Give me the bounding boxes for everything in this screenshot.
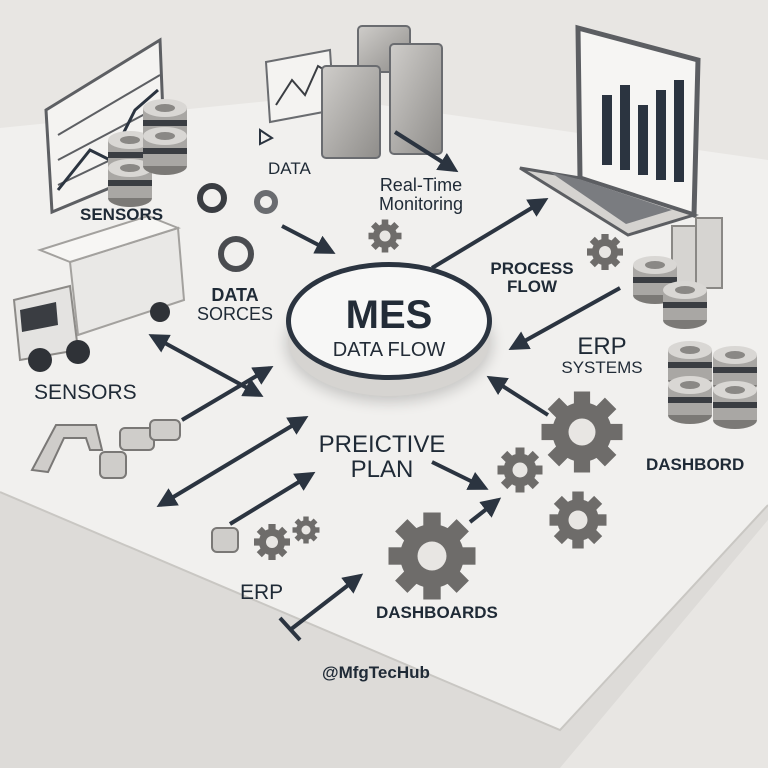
ring-icons xyxy=(197,183,278,272)
label-erp-bottom: ERP xyxy=(240,581,284,604)
label-handle: @MfgTecHub xyxy=(322,663,430,682)
label-data-sources: DATA SORCES xyxy=(192,286,278,324)
delivery-truck-icon xyxy=(12,214,186,372)
label-predictive-plan: PREICTIVE PLAN xyxy=(312,432,452,482)
label-sensors-top: SENSORS xyxy=(80,205,164,224)
label-data: DATA xyxy=(268,159,311,178)
laptop-bar-chart-icon xyxy=(519,24,701,237)
label-erp-systems-line1: ERP xyxy=(577,333,627,360)
label-process-line2: FLOW xyxy=(506,276,558,296)
data-chart-panel-icon xyxy=(264,48,336,124)
label-erp-systems-line2: SYSTEMS xyxy=(561,358,643,378)
label-dashboards: DASHBOARDS xyxy=(376,603,498,622)
flow-arrows xyxy=(148,130,621,642)
label-data-sources-line2: SORCES xyxy=(196,303,274,324)
server-tower-icon xyxy=(671,217,723,289)
label-realtime-line2: Monitoring xyxy=(378,193,464,214)
label-data-sources-line1: DATA xyxy=(211,285,259,305)
label-erp-systems: ERP SYSTEMS xyxy=(552,334,652,378)
label-sensors-left: SENSORS xyxy=(34,381,137,404)
label-realtime-line1: Real-Time xyxy=(379,175,463,195)
label-dashbord: DASHBORD xyxy=(646,455,745,474)
hub-subtitle: DATA FLOW xyxy=(332,339,446,361)
label-realtime-monitoring: Real-Time Monitoring xyxy=(365,176,477,214)
label-predictive-line1: PREICTIVE xyxy=(318,431,446,458)
label-process-flow: PROCESS FLOW xyxy=(482,260,582,296)
label-process-line1: PROCESS xyxy=(490,259,574,278)
server-blocks-icon xyxy=(321,25,443,159)
label-predictive-line2: PLAN xyxy=(350,456,414,484)
hub-title: MES xyxy=(345,293,433,337)
mes-hub-disc: MES DATA FLOW xyxy=(286,262,492,380)
